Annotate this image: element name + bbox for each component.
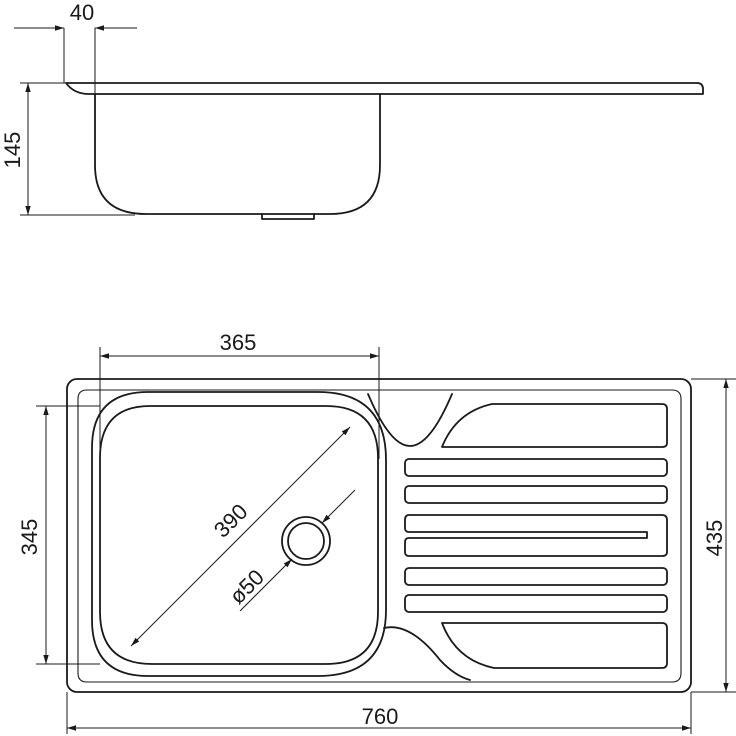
drainer-ribs [404,458,668,613]
bowl-profile [94,93,381,215]
drainer-rib [404,567,668,586]
sink-inner-rim [77,389,682,683]
label-bowl-height: 345 [17,519,42,556]
dimension-lip-width: 40 [14,0,137,94]
drainer-rib [404,458,668,477]
drainer-divider-ridge-bottom [383,626,471,681]
dimension-depth: 145 [0,82,135,216]
drainer-groove-bottom [441,622,668,669]
label-lip-width: 40 [70,0,94,25]
dimension-bowl-width: 365 [99,330,380,459]
dimension-overall-height: 435 [691,378,736,693]
dimension-bowl-height: 345 [17,405,100,665]
plan-view: 390 ø50 365 345 435 [17,330,736,734]
side-section-view: 40 145 [0,0,704,220]
bowl-inner-contour [99,405,379,665]
drain-stub [261,213,315,220]
drainer-groove-top [441,403,668,448]
label-depth: 145 [0,132,25,169]
drainer-rib-long [404,514,668,557]
drain-hole [281,516,331,566]
dimension-overall-width: 760 [66,692,692,734]
sink-lip-profile [65,82,704,95]
label-bowl-diagonal: 390 [209,499,253,543]
bowl-outer-contour [91,391,387,677]
label-bowl-width: 365 [220,330,257,355]
label-overall-height: 435 [702,520,727,557]
dimension-bowl-diagonal: 390 [130,426,351,647]
drainer-divider-ridge [367,393,453,447]
label-overall-width: 760 [362,704,399,729]
label-drain-diameter: ø50 [224,564,268,608]
drainer-rib [404,594,668,613]
drainer-rib [404,485,668,504]
